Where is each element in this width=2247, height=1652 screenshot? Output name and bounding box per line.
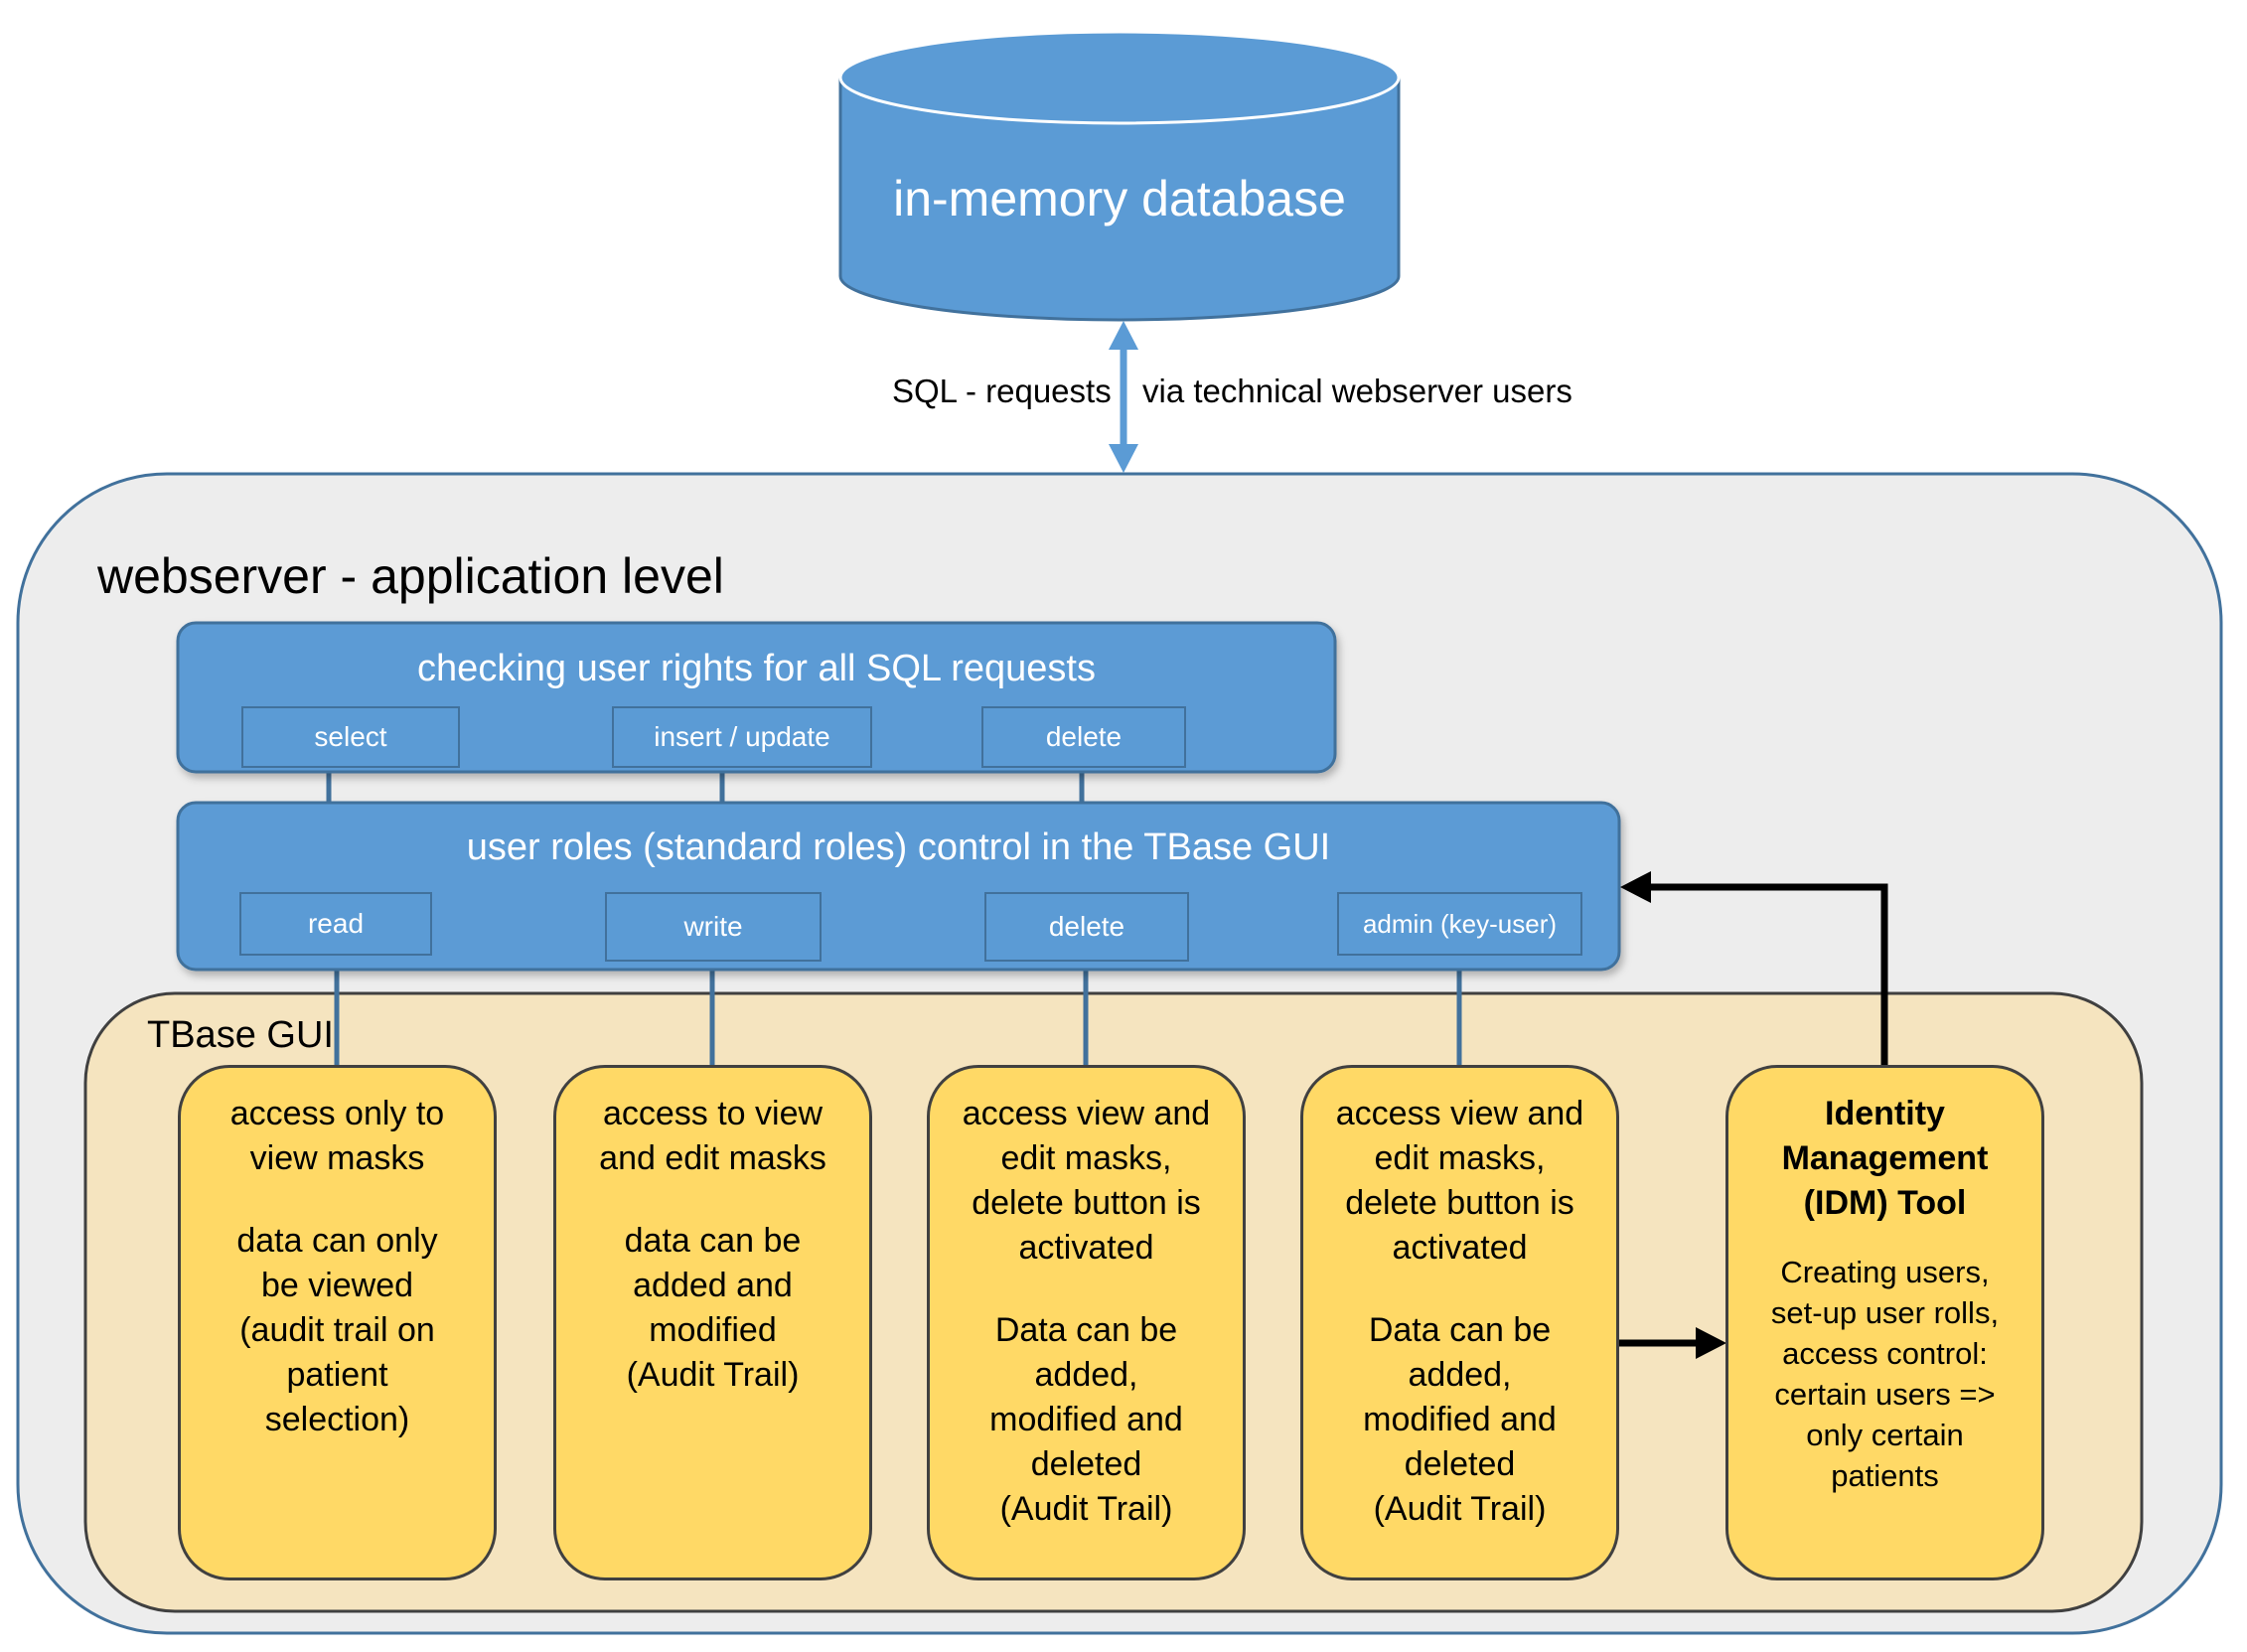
card-write-data: data can be added and modified (Audit Tr… — [624, 1222, 802, 1394]
sql-double-arrow — [1109, 321, 1138, 473]
roles-layer-box — [176, 801, 1621, 972]
rights-cell-delete: delete — [981, 706, 1186, 768]
role-card-read: access only to view masks data can only … — [178, 1065, 497, 1580]
technical-users-label: via technical webserver users — [1142, 373, 1573, 409]
role-cell-read: read — [239, 892, 432, 956]
sql-requests-label: SQL - requests — [892, 373, 1112, 409]
card-read-data: data can only be viewed (audit trail on … — [236, 1222, 438, 1438]
idm-tool-title: Identity Management (IDM) Tool — [1781, 1095, 1989, 1222]
rights-cell-select: select — [241, 706, 460, 768]
tbase-gui-title: TBase GUI — [147, 1014, 334, 1056]
idm-to-roles-arrow — [1620, 871, 1888, 1065]
admin-to-idm-arrow — [1619, 1327, 1726, 1359]
role-card-delete: access view and edit masks, delete butto… — [927, 1065, 1246, 1580]
database-cylinder — [838, 30, 1401, 322]
layer-connectors — [326, 770, 1462, 1065]
role-card-admin: access view and edit masks, delete butto… — [1300, 1065, 1619, 1580]
card-admin-data: Data can be added, modified and deleted … — [1363, 1311, 1557, 1528]
rights-layer-title: checking user rights for all SQL request… — [417, 648, 1096, 689]
card-read-access: access only to view masks — [229, 1095, 445, 1177]
rights-cell-insert-update: insert / update — [612, 706, 872, 768]
card-admin-access: access view and edit masks, delete butto… — [1335, 1095, 1584, 1267]
idm-tool-card: Identity Management (IDM) Tool Creating … — [1725, 1065, 2044, 1580]
webserver-title: webserver - application level — [97, 548, 724, 604]
role-cell-admin: admin (key-user) — [1337, 892, 1582, 956]
idm-tool-description: Creating users, set-up user rolls, acces… — [1770, 1255, 2000, 1493]
database-label: in-memory database — [893, 171, 1346, 226]
role-cell-write: write — [605, 892, 822, 962]
role-cell-delete: delete — [984, 892, 1189, 962]
card-write-access: access to view and edit masks — [599, 1095, 826, 1177]
roles-layer-title: user roles (standard roles) control in t… — [466, 826, 1331, 868]
card-delete-data: Data can be added, modified and deleted … — [989, 1311, 1183, 1528]
role-card-write: access to view and edit masks data can b… — [553, 1065, 872, 1580]
card-delete-access: access view and edit masks, delete butto… — [962, 1095, 1211, 1267]
